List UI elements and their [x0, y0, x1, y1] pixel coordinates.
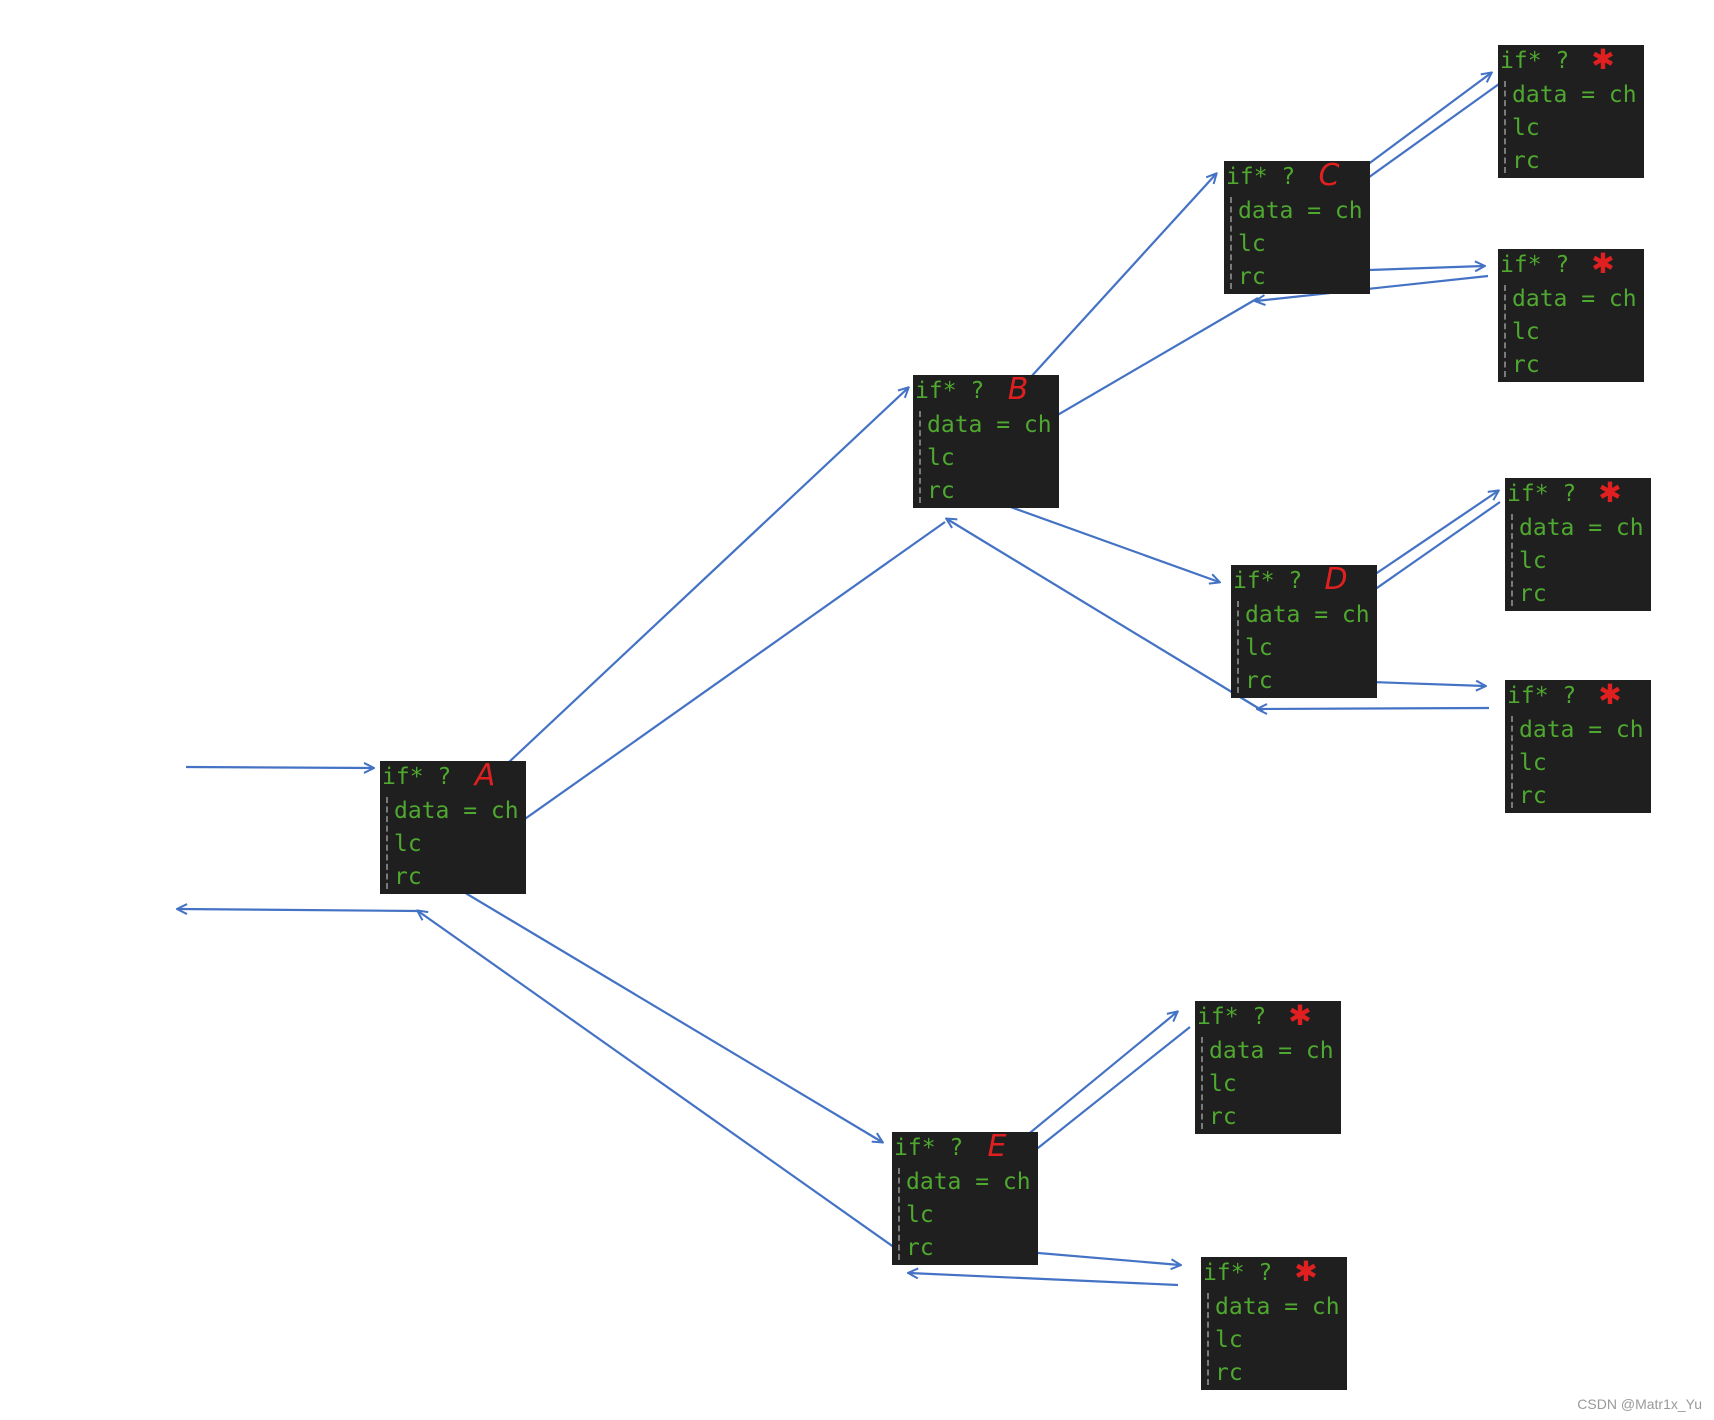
indent-guide — [1511, 514, 1513, 606]
indent-guide — [386, 797, 388, 889]
lc-field: lc — [1245, 635, 1273, 661]
edge-null-return-to-E-rc — [909, 1273, 1179, 1287]
edge-B-return-to-A-rc — [447, 521, 946, 874]
node-label: B — [1007, 372, 1029, 407]
rc-field: rc — [1512, 352, 1540, 378]
rc-field: rc — [1519, 783, 1547, 809]
node-header: if* ? — [382, 764, 452, 790]
lc-field: lc — [927, 445, 955, 471]
node-header: if* ? — [1203, 1260, 1273, 1286]
indent-guide — [1504, 81, 1506, 173]
data-field: data = ch — [1512, 82, 1637, 108]
edge-A-to-exit — [178, 909, 419, 911]
null-cross-mark: ✱ — [1591, 43, 1615, 76]
indent-guide — [1511, 716, 1513, 808]
rc-field: rc — [1245, 668, 1273, 694]
node-E-rc-null: if* ? ✱ data = ch lc rc — [1201, 1255, 1347, 1390]
data-field: data = ch — [1519, 515, 1644, 541]
null-cross-mark: ✱ — [1288, 999, 1312, 1032]
indent-guide — [1237, 601, 1239, 693]
null-cross-mark: ✱ — [1591, 247, 1615, 280]
node-header: if* ? — [1507, 481, 1577, 507]
rc-field: rc — [927, 478, 955, 504]
lc-field: lc — [1512, 115, 1540, 141]
data-field: data = ch — [1519, 717, 1644, 743]
node-C-rc-null: if* ? ✱ data = ch lc rc — [1498, 247, 1644, 382]
null-cross-mark: ✱ — [1294, 1255, 1318, 1288]
indent-guide — [1201, 1037, 1203, 1129]
edge-D-return-to-B — [947, 519, 1264, 712]
data-field: data = ch — [394, 798, 519, 824]
indent-guide — [919, 411, 921, 503]
node-E-lc-null: if* ? ✱ data = ch lc rc — [1195, 999, 1341, 1134]
indent-guide — [1504, 285, 1506, 377]
lc-field: lc — [1519, 750, 1547, 776]
node-header: if* ? — [1226, 164, 1296, 190]
node-label: D — [1324, 562, 1348, 597]
lc-field: lc — [1209, 1071, 1237, 1097]
rc-field: rc — [1238, 264, 1266, 290]
rc-field: rc — [1215, 1360, 1243, 1386]
edge-null-return-to-D-rc — [1258, 708, 1490, 709]
edge-A-rc-to-E — [446, 881, 882, 1142]
lc-field: lc — [1519, 548, 1547, 574]
node-D-rc-null: if* ? ✱ data = ch lc rc — [1505, 678, 1651, 813]
data-field: data = ch — [1245, 602, 1370, 628]
node-header: if* ? — [894, 1135, 964, 1161]
null-cross-mark: ✱ — [1598, 678, 1622, 711]
edge-null-return-to-C-rc — [1256, 274, 1489, 301]
data-field: data = ch — [1209, 1038, 1334, 1064]
node-header: if* ? — [1500, 48, 1570, 74]
node-header: if* ? — [1233, 568, 1303, 594]
edge-entry-to-A — [185, 767, 373, 768]
data-field: data = ch — [906, 1169, 1031, 1195]
data-field: data = ch — [1215, 1294, 1340, 1320]
edge-E-return-to-A — [418, 911, 916, 1263]
node-header: if* ? — [1500, 252, 1570, 278]
indent-guide — [898, 1168, 900, 1260]
lc-field: lc — [1215, 1327, 1243, 1353]
node-label: A — [474, 758, 496, 793]
node-D: if* ? D data = ch lc rc — [1231, 562, 1377, 698]
node-C-lc-null: if* ? ✱ data = ch lc rc — [1498, 43, 1644, 178]
null-cross-mark: ✱ — [1598, 476, 1622, 509]
lc-field: lc — [1238, 231, 1266, 257]
rc-field: rc — [1512, 148, 1540, 174]
indent-guide — [1230, 197, 1232, 289]
node-C: if* ? C data = ch lc rc — [1224, 158, 1370, 294]
node-label: E — [987, 1129, 1007, 1164]
watermark: CSDN @Matr1x_Yu — [1577, 1396, 1702, 1412]
lc-field: lc — [906, 1202, 934, 1228]
lc-field: lc — [394, 831, 422, 857]
data-field: data = ch — [927, 412, 1052, 438]
node-label: C — [1318, 158, 1340, 193]
rc-field: rc — [394, 864, 422, 890]
node-header: if* ? — [1197, 1004, 1267, 1030]
node-D-lc-null: if* ? ✱ data = ch lc rc — [1505, 476, 1651, 611]
rc-field: rc — [1519, 581, 1547, 607]
node-B: if* ? B data = ch lc rc — [913, 372, 1059, 508]
lc-field: lc — [1512, 319, 1540, 345]
data-field: data = ch — [1512, 286, 1637, 312]
node-header: if* ? — [1507, 683, 1577, 709]
node-A: if* ? A data = ch lc rc — [380, 758, 526, 894]
indent-guide — [1207, 1293, 1209, 1385]
rc-field: rc — [906, 1235, 934, 1261]
node-header: if* ? — [915, 378, 985, 404]
data-field: data = ch — [1238, 198, 1363, 224]
node-E: if* ? E data = ch lc rc — [892, 1129, 1038, 1265]
rc-field: rc — [1209, 1104, 1237, 1130]
